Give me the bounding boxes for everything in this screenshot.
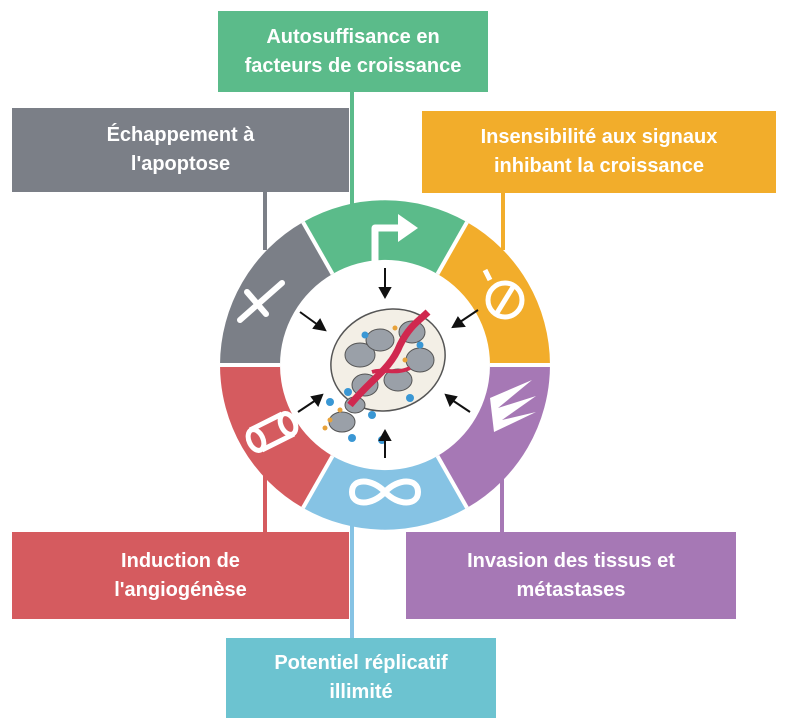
box-invasion-metastasis: Invasion des tissus et métastases	[406, 532, 736, 619]
box-insensitivity: Insensibilité aux signaux inhibant la cr…	[422, 111, 776, 193]
box-apoptosis-line1: Échappement à	[106, 124, 255, 146]
box-replicative-line1: Potentiel réplicatif	[274, 652, 448, 674]
segment-insensitivity	[437, 222, 550, 365]
inward-arrows	[297, 268, 479, 458]
box-insensitivity-line1: Insensibilité aux signaux	[480, 126, 718, 148]
segment-angiogenesis	[220, 365, 333, 508]
box-replicative-line2: illimité	[329, 681, 393, 703]
segment-apoptosis	[220, 222, 333, 365]
arrow-icon	[371, 214, 418, 262]
box-angiogenesis-line2: l'angiogénèse	[114, 578, 247, 601]
box-replicative-potential: Potentiel réplicatif illimité	[226, 638, 496, 718]
box-growth-line2: facteurs de croissance	[244, 54, 462, 77]
box-angiogenesis-line1: Induction de	[121, 549, 240, 572]
segment-growth	[303, 200, 467, 274]
sword-icon	[237, 280, 285, 323]
box-apoptosis-line2: l'apoptose	[130, 153, 231, 175]
box-growth-self-sufficiency: Autosuffisance en facteurs de croissance	[218, 11, 488, 92]
box-invasion-line1: Invasion des tissus et	[467, 549, 675, 572]
box-invasion-line2: métastases	[516, 578, 626, 601]
infinity-icon	[348, 478, 422, 506]
vessel-icon	[245, 411, 299, 453]
box-apoptosis-evasion: Échappement à l'apoptose	[12, 108, 349, 192]
zigzag-icon	[490, 380, 536, 432]
tumor-cluster-image	[322, 308, 446, 444]
no-entry-icon	[482, 268, 525, 320]
box-insensitivity-line2: inhibant la croissance	[493, 155, 705, 177]
box-angiogenesis: Induction de l'angiogénèse	[12, 532, 349, 619]
box-growth-line1: Autosuffisance en	[266, 25, 440, 48]
